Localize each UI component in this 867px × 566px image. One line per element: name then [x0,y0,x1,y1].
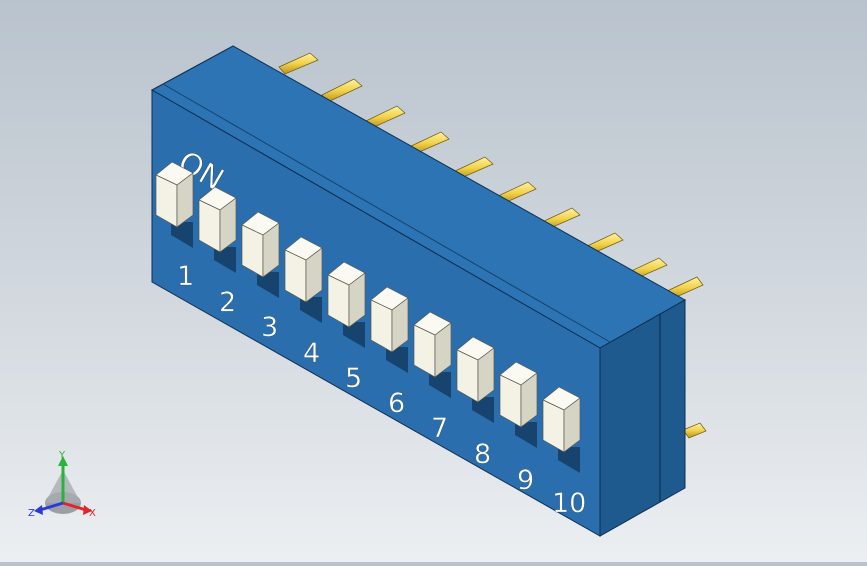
pin [278,52,319,75]
switch-actuators [155,161,581,473]
bottom-pin [682,422,707,439]
axis-x-label: X [89,508,96,519]
dip-switch-10[interactable] [542,386,581,473]
dip-switch-2[interactable] [198,186,237,273]
switch-number-6: 6 [388,388,405,419]
axis-z-line [39,501,64,512]
switch-number-3: 3 [261,312,278,343]
dip-switch-7[interactable] [413,311,452,398]
axis-z-arrow [34,505,43,515]
switch-number-9: 9 [517,465,534,496]
switch-number-10: 10 [552,488,586,519]
pin [321,78,363,103]
dip-switch-1[interactable] [155,161,194,248]
dip-switch-6[interactable] [370,286,409,373]
dip-switch-4[interactable] [284,236,323,323]
axis-z-label: Z [28,508,35,519]
switch-number-8: 8 [474,439,491,470]
axis-x-line [62,501,87,512]
switch-number-2: 2 [219,287,236,318]
switch-number-labels: 1 2 3 4 5 6 7 8 9 10 [177,261,587,519]
axis-y-label: Y [58,450,66,461]
switch-number-7: 7 [431,413,448,444]
body-end-face [599,299,686,537]
switch-number-5: 5 [345,363,362,394]
dip-switch-3[interactable] [241,211,280,298]
switch-number-4: 4 [303,338,320,369]
dip-switch-5[interactable] [327,261,366,348]
switch-number-1: 1 [177,261,194,292]
dip-switch-9[interactable] [499,361,538,448]
dip-switch-8[interactable] [456,336,495,423]
axis-x-arrow [83,505,92,515]
axis-y-arrow [58,456,68,466]
orientation-triad[interactable]: X Y Z [28,450,96,519]
